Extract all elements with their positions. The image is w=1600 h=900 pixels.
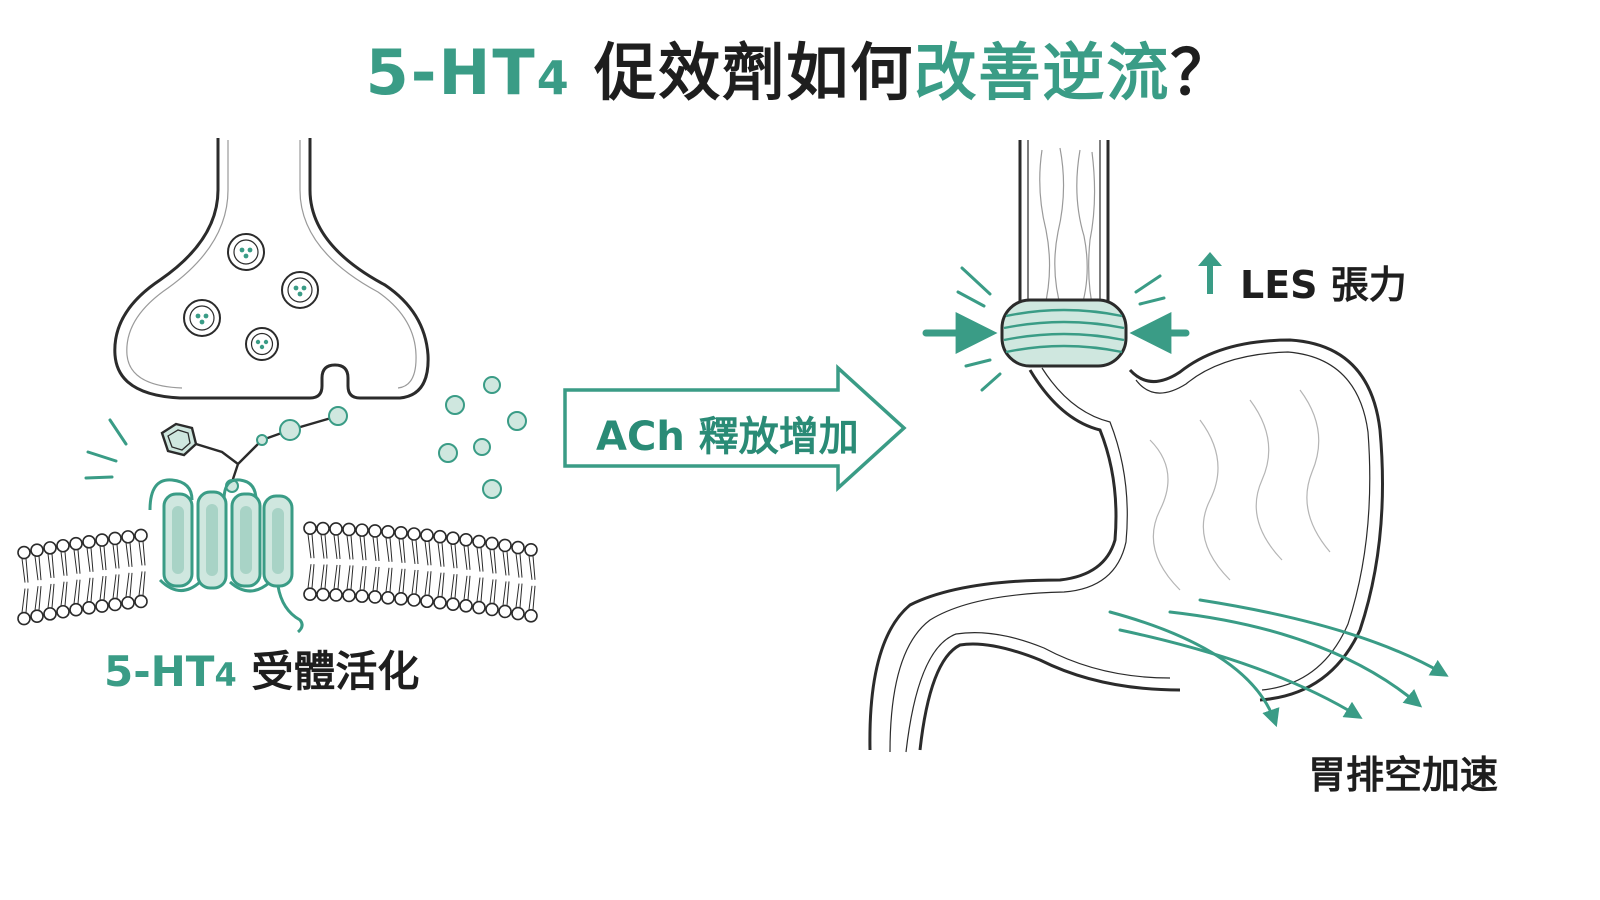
vesicle xyxy=(281,271,319,309)
released-neurotransmitter-dots xyxy=(438,376,527,499)
presynaptic-neuron-terminal xyxy=(113,138,430,400)
ach-release-label: ACh 釋放增加 xyxy=(596,414,859,460)
les-tone-label: LES 張力 xyxy=(1240,263,1407,307)
title-5ht-subscript: 4 xyxy=(536,51,571,105)
ach-release-arrow xyxy=(563,364,907,492)
title-question-mark: ？ xyxy=(1170,36,1235,109)
up-arrow-icon xyxy=(1198,252,1222,294)
activation-burst-lines xyxy=(84,418,128,480)
title-agonist: 促效劑如何 xyxy=(570,36,915,109)
gastric-emptying-label: 胃排空加速 xyxy=(1308,753,1499,797)
vesicle xyxy=(245,327,279,361)
cell-membrane xyxy=(17,521,538,626)
stomach xyxy=(868,338,1384,753)
5ht4-receptor xyxy=(148,478,304,634)
vesicle xyxy=(183,299,221,337)
receptor-label-5ht: 5-HT xyxy=(104,647,215,696)
receptor-label-subscript: 4 xyxy=(214,656,237,694)
esophagus xyxy=(1018,140,1110,318)
title-5ht: 5-HT xyxy=(365,36,537,109)
page-title: 5-HT4 促效劑如何改善逆流？ xyxy=(0,22,1600,112)
receptor-label-text: 受體活化 xyxy=(236,647,420,696)
receptor-activation-label: 5-HT4 受體活化 xyxy=(104,638,419,699)
les-sphincter xyxy=(1000,298,1128,368)
agonist-molecule xyxy=(160,406,348,493)
synaptic-vesicles xyxy=(183,233,319,361)
tension-burst-lines xyxy=(956,266,1166,392)
vesicle xyxy=(227,233,265,271)
gastric-emptying-flow-arrows xyxy=(1108,598,1449,728)
title-improve-reflux: 改善逆流 xyxy=(914,36,1171,109)
